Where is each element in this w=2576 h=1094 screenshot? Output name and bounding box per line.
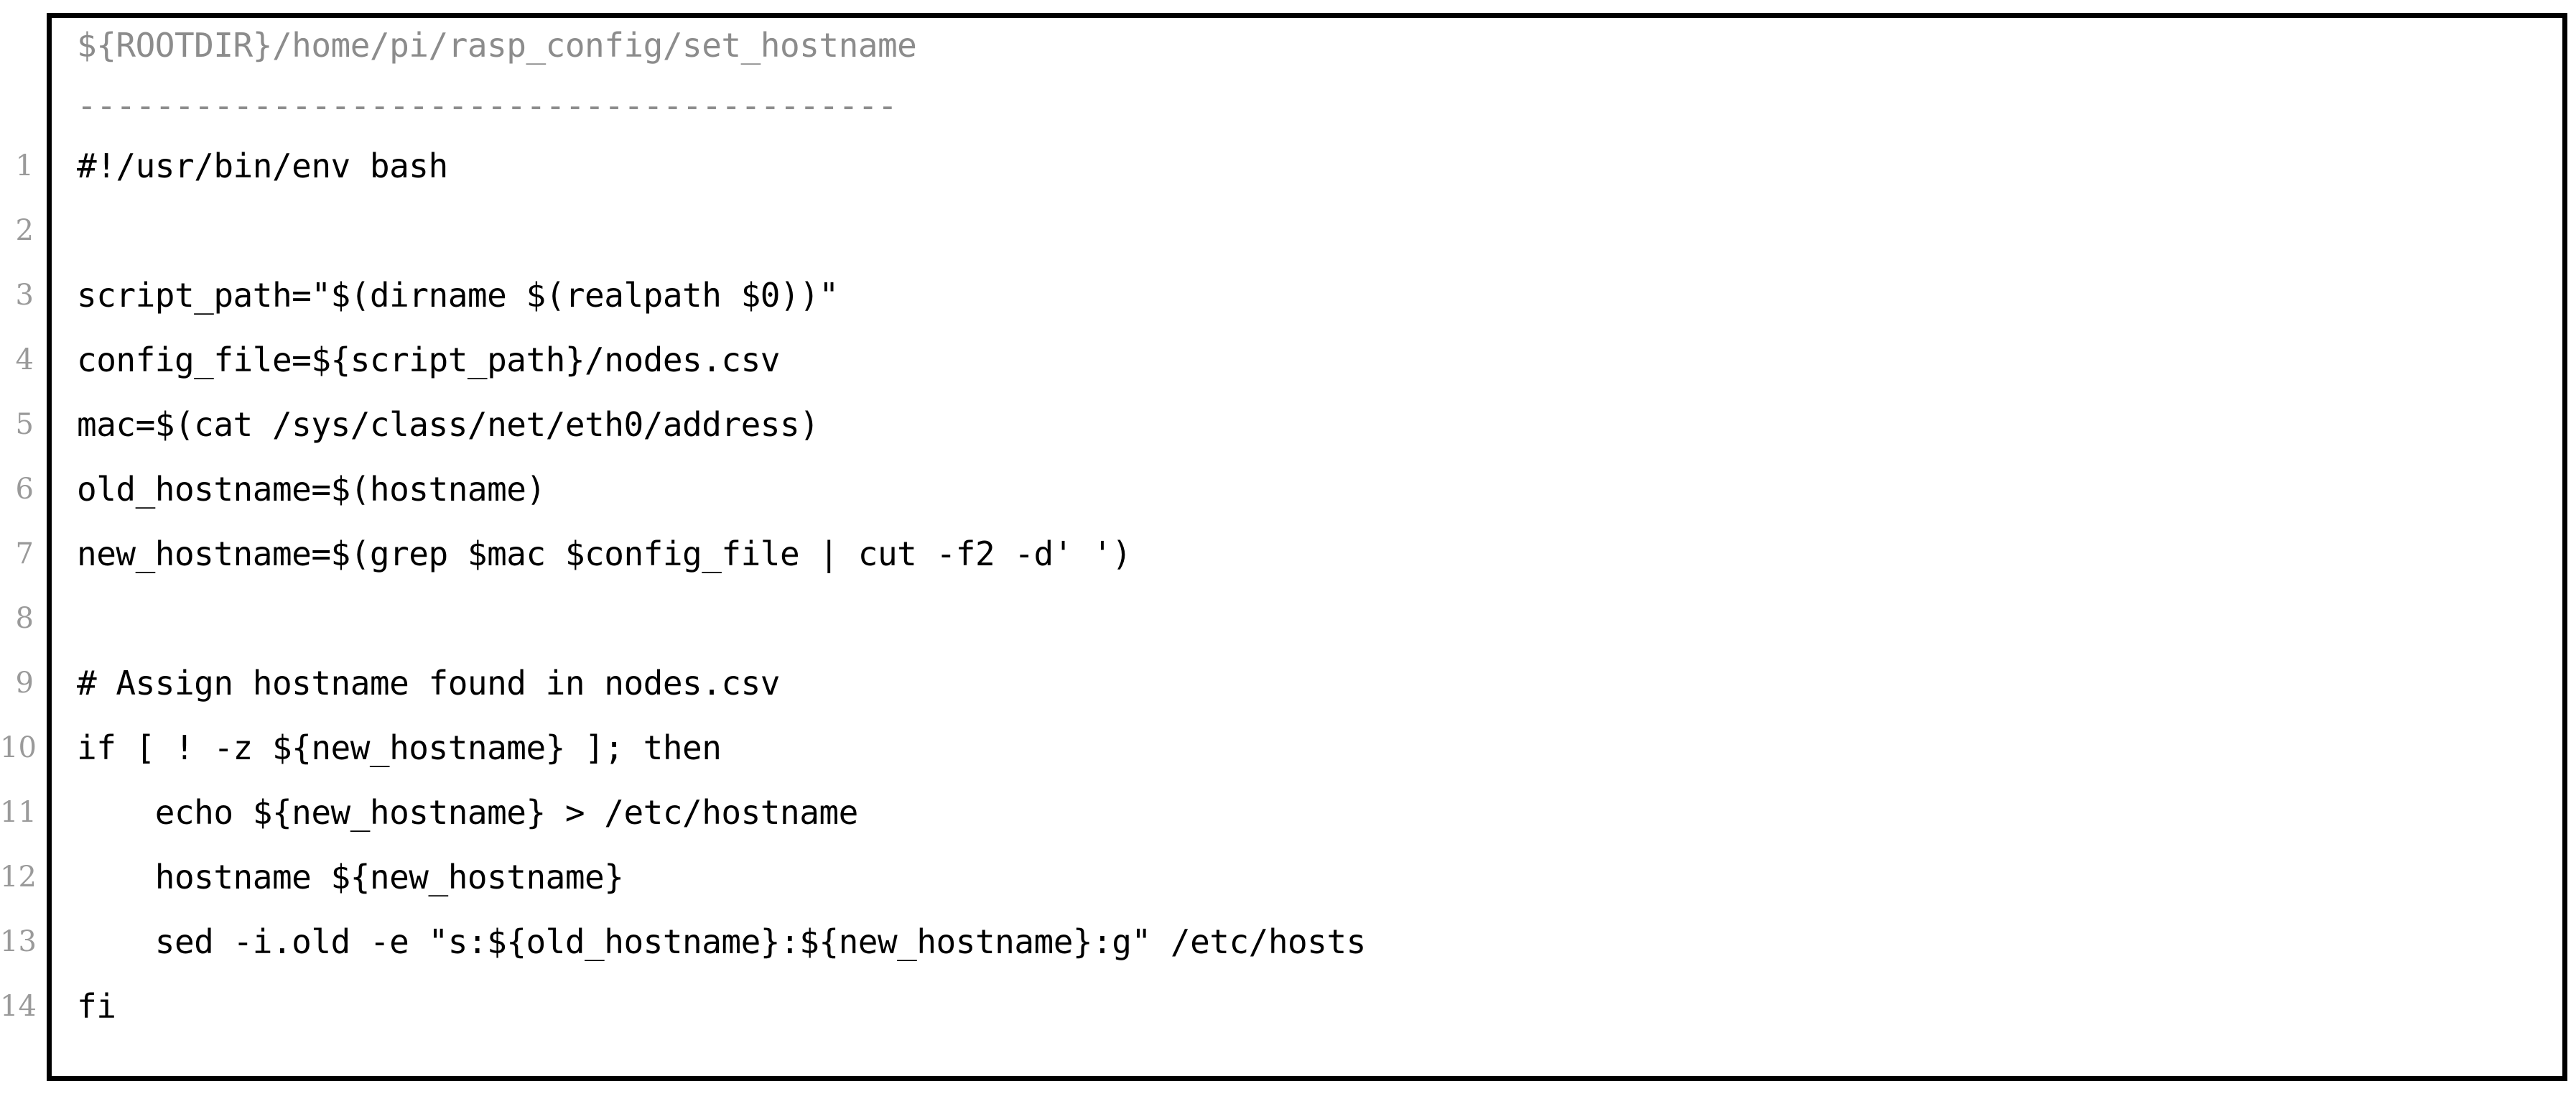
listing-frame-border — [47, 13, 2567, 1081]
code-line: hostname ${new_hostname} — [77, 858, 624, 896]
code-line: if [ ! -z ${new_hostname} ]; then — [77, 728, 722, 767]
line-number: 5 — [15, 408, 34, 441]
line-number: 6 — [15, 473, 34, 506]
line-number: 1 — [15, 149, 34, 182]
code-line: new_hostname=$(grep $mac $config_file | … — [77, 534, 1132, 573]
line-number: 9 — [15, 667, 34, 700]
code-line: # Assign hostname found in nodes.csv — [77, 664, 781, 703]
line-number: 3 — [15, 279, 34, 312]
code-line: config_file=${script_path}/nodes.csv — [77, 340, 781, 379]
code-area: ${ROOTDIR}/home/pi/rasp_config/set_hostn… — [57, 13, 2563, 1081]
code-line: script_path="$(dirname $(realpath $0))" — [77, 276, 839, 315]
gutter-spacer-header — [0, 13, 39, 78]
line-number-gutter: 1 2 3 4 5 6 7 8 9 10 11 12 13 14 — [0, 13, 39, 1081]
listing-header-path: ${ROOTDIR}/home/pi/rasp_config/set_hostn… — [77, 26, 917, 65]
line-number: 11 — [0, 796, 37, 829]
gutter-spacer-separator — [0, 78, 39, 134]
line-number: 2 — [15, 214, 34, 247]
line-number: 7 — [15, 537, 34, 570]
code-line: echo ${new_hostname} > /etc/hostname — [77, 793, 859, 832]
code-line — [77, 198, 2563, 263]
line-number: 14 — [0, 990, 37, 1023]
code-line: old_hostname=$(hostname) — [77, 470, 546, 509]
line-number: 4 — [15, 343, 34, 376]
line-number: 8 — [15, 602, 34, 635]
code-line: fi — [77, 987, 116, 1026]
code-line: #!/usr/bin/env bash — [77, 147, 448, 185]
line-number: 13 — [0, 925, 37, 958]
code-line: sed -i.old -e "s:${old_hostname}:${new_h… — [77, 922, 1367, 961]
line-number: 12 — [0, 861, 37, 894]
line-number: 10 — [0, 731, 37, 764]
code-line — [77, 586, 2563, 651]
listing-separator-rule: ----------------------------------------… — [77, 86, 898, 125]
code-line: mac=$(cat /sys/class/net/eth0/address) — [77, 405, 819, 444]
